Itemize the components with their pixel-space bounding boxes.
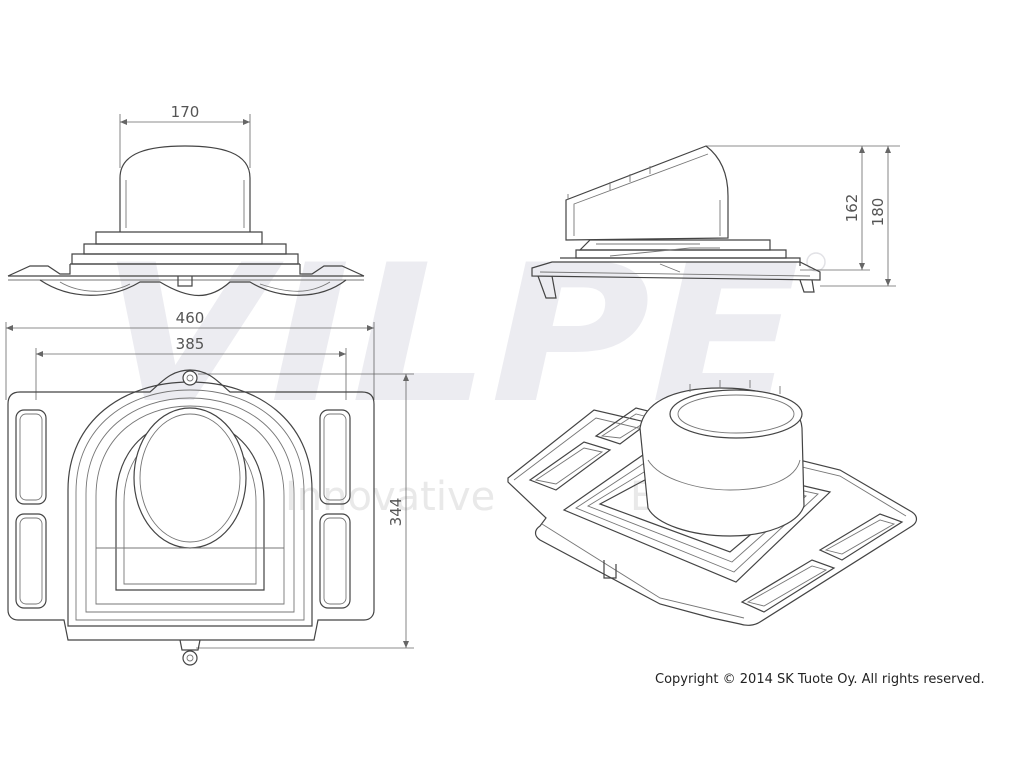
- copyright-notice: Copyright © 2014 SK Tuote Oy. All rights…: [655, 672, 985, 687]
- dim-162: 162: [843, 194, 861, 223]
- dim-385: 385: [176, 335, 205, 353]
- dim-180: 180: [869, 198, 887, 227]
- front-elevation-view: 170: [7, 103, 365, 297]
- dim-170: 170: [171, 103, 200, 121]
- dim-344: 344: [387, 498, 405, 527]
- registered-mark: [806, 252, 826, 272]
- vilpe-watermark: VILPE Innovative Easy: [100, 224, 826, 520]
- dim-460: 460: [176, 309, 205, 327]
- isometric-view: [507, 380, 918, 626]
- plan-view: 460 385 344: [5, 309, 414, 666]
- side-elevation-view: 162 180: [531, 145, 900, 299]
